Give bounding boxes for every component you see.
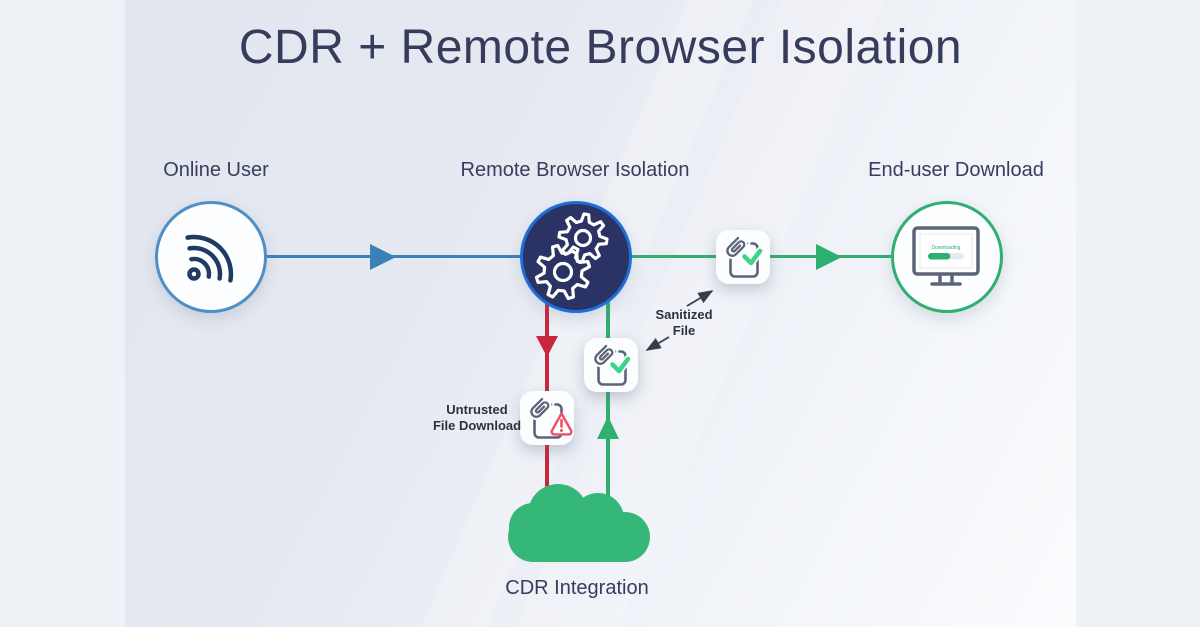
untrusted-download-annotation: Untrusted File Download bbox=[397, 402, 557, 434]
sanitized-file-line2: File bbox=[672, 323, 696, 338]
arrow-up-green-icon bbox=[597, 416, 619, 439]
untrusted-file-box bbox=[520, 391, 574, 445]
flow-line-cdr-to-rbi bbox=[606, 300, 610, 505]
rbi-label: Remote Browser Isolation bbox=[460, 159, 690, 181]
progress-fill bbox=[928, 253, 951, 260]
sanitized-file-box bbox=[584, 338, 638, 392]
arrow-down-red-icon bbox=[536, 336, 558, 357]
end-user-label: End-user Download bbox=[868, 159, 1044, 181]
pointer-arrow-to-vertical-file bbox=[645, 336, 670, 351]
rbi-node bbox=[520, 201, 632, 313]
arrow-right-blue-icon bbox=[370, 244, 396, 270]
file-warning-icon bbox=[528, 395, 573, 439]
untrusted-line1: Untrusted bbox=[446, 402, 508, 417]
arrow-right-green-icon bbox=[816, 244, 842, 270]
file-check-icon bbox=[592, 342, 632, 386]
untrusted-line2: File Download bbox=[432, 418, 522, 433]
cdr-integration-label: CDR Integration bbox=[505, 577, 649, 599]
wifi-signal-icon bbox=[185, 234, 234, 283]
sanitized-file-box bbox=[716, 230, 770, 284]
flow-line-rbi-to-cdr bbox=[545, 443, 549, 497]
sanitized-file-annotation: Sanitized File bbox=[634, 307, 734, 339]
monitor-download-icon: Downloading bbox=[912, 226, 980, 286]
online-user-node bbox=[155, 201, 267, 313]
pointer-arrow-to-horizontal-file bbox=[686, 290, 714, 307]
online-user-label: Online User bbox=[163, 159, 269, 181]
file-check-icon bbox=[724, 234, 764, 278]
page-title: CDR + Remote Browser Isolation bbox=[238, 21, 963, 74]
cloud-icon bbox=[508, 484, 650, 562]
sanitized-file-line1: Sanitized bbox=[655, 307, 713, 322]
monitor-screen-text: Downloading bbox=[932, 245, 961, 251]
end-user-node: Downloading bbox=[891, 201, 1003, 313]
gears-icon bbox=[534, 212, 609, 301]
